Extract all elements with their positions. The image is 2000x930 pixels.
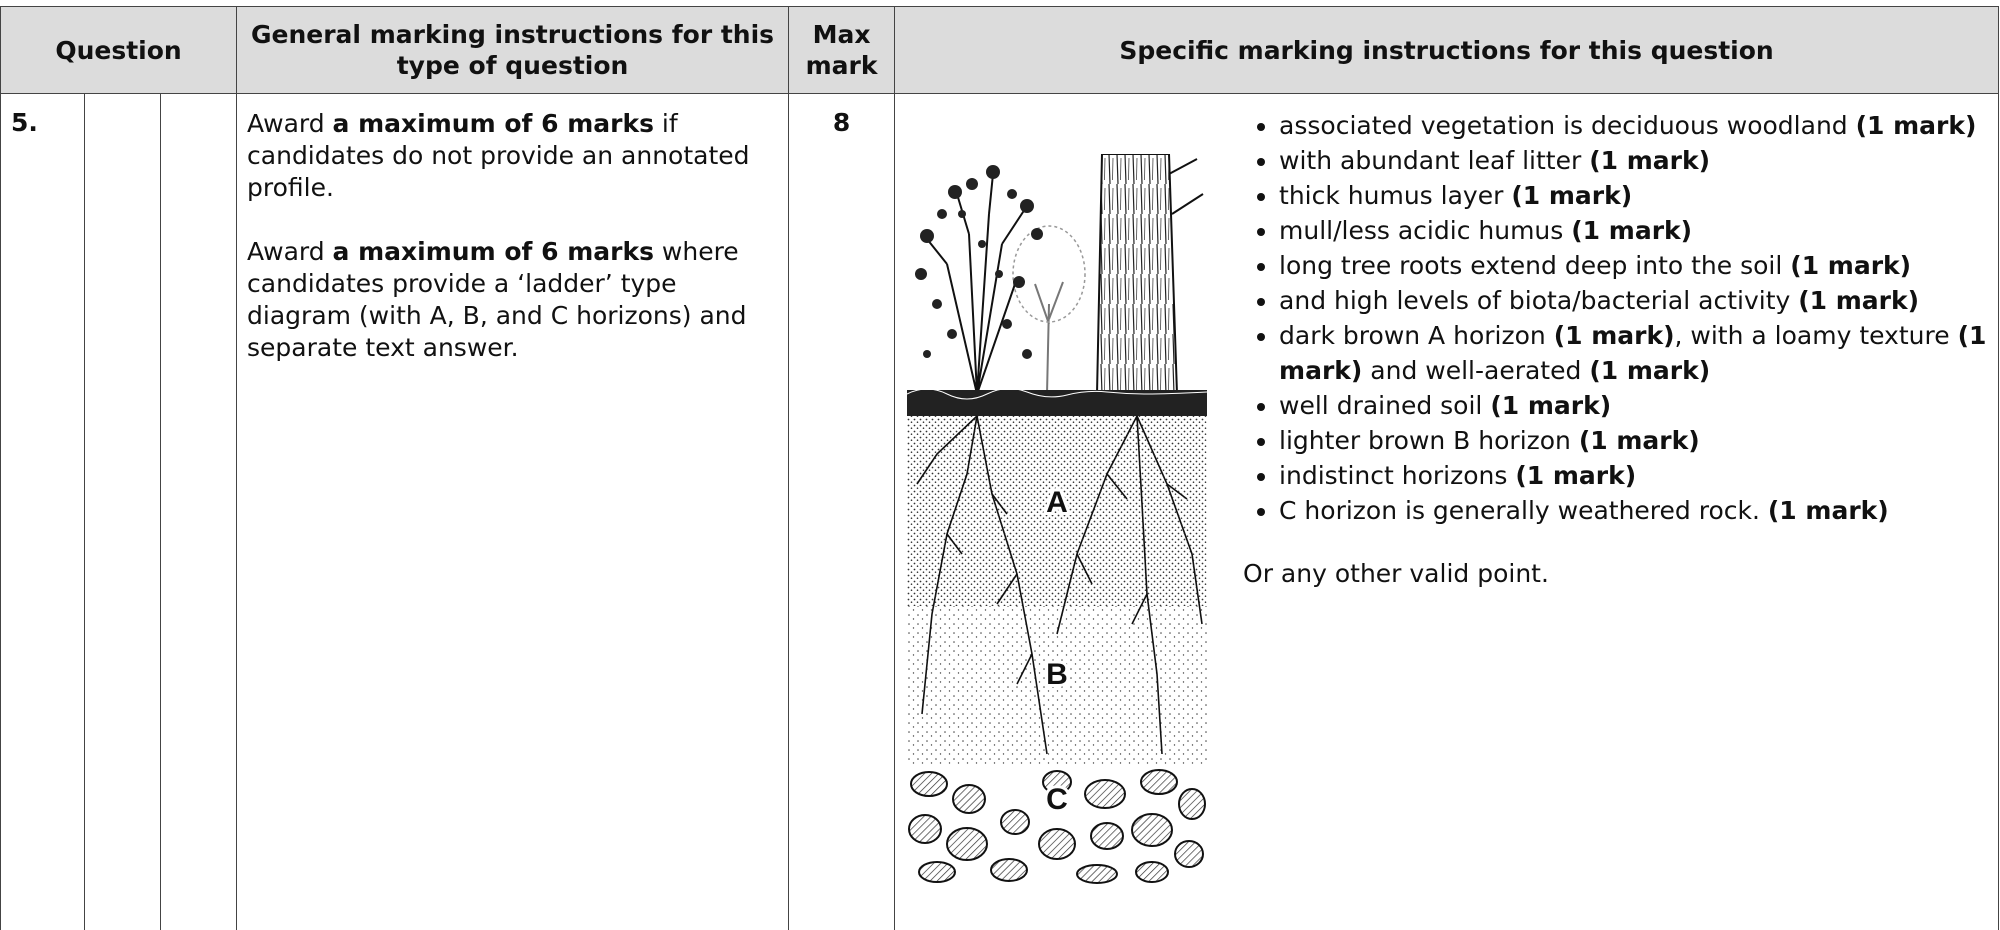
marking-point: with abundant leaf litter (1 mark) (1279, 143, 1994, 178)
general-paragraph-1: Award a maximum of 6 marks if candidates… (247, 109, 750, 202)
max-mark-value: 8 (788, 93, 896, 930)
marking-point: long tree roots extend deep into the soi… (1279, 248, 1994, 283)
question-number: 5. (0, 93, 85, 930)
marking-point: lighter brown B horizon (1 mark) (1279, 423, 1994, 458)
marking-point: well drained soil (1 mark) (1279, 388, 1994, 423)
header-general: General marking instructions for this ty… (236, 6, 790, 94)
a-horizon-layer (907, 416, 1208, 606)
marking-scheme-page: Question General marking instructions fo… (0, 6, 2000, 930)
marking-point: thick humus layer (1 mark) (1279, 178, 1994, 213)
tree-roots (916, 415, 1203, 755)
other-valid-point: Or any other valid point. (1243, 559, 1549, 588)
marking-points: associated vegetation is deciduous woodl… (1243, 108, 1994, 591)
vegetation-illustration (915, 154, 1204, 395)
question-subpart-cell (159, 93, 238, 930)
marking-point: dark brown A horizon (1 mark), with a lo… (1279, 318, 1994, 388)
horizon-label-c: C (1046, 783, 1068, 816)
marking-point: and high levels of biota/bacterial activ… (1279, 283, 1994, 318)
header-max-mark: Max mark (788, 6, 896, 94)
marking-point: associated vegetation is deciduous woodl… (1279, 108, 1994, 143)
specific-instructions: A B C associated vegetation is deciduous… (894, 93, 2000, 930)
header-row: Question General marking instructions fo… (0, 6, 2000, 94)
marking-table: Question General marking instructions fo… (0, 6, 2000, 930)
marking-point: mull/less acidic humus (1 mark) (1279, 213, 1994, 248)
marking-points-list: associated vegetation is deciduous woodl… (1243, 108, 1994, 528)
question-part-cell (84, 93, 161, 930)
header-question: Question (0, 6, 238, 94)
general-instructions: Award a maximum of 6 marks if candidates… (236, 93, 790, 930)
header-specific: Specific marking instructions for this q… (894, 6, 2000, 94)
horizon-label-a: A (1046, 486, 1068, 519)
question-row: 5. Award a maximum of 6 marks if candida… (0, 93, 2000, 930)
horizon-label-b: B (1046, 658, 1068, 691)
marking-point: indistinct horizons (1 mark) (1279, 458, 1994, 493)
marking-point: C horizon is generally weathered rock. (… (1279, 493, 1994, 528)
general-paragraph-2: Award a maximum of 6 marks where candida… (247, 237, 747, 362)
soil-profile-diagram: A B C (907, 154, 1208, 884)
c-horizon-layer (907, 766, 1208, 884)
